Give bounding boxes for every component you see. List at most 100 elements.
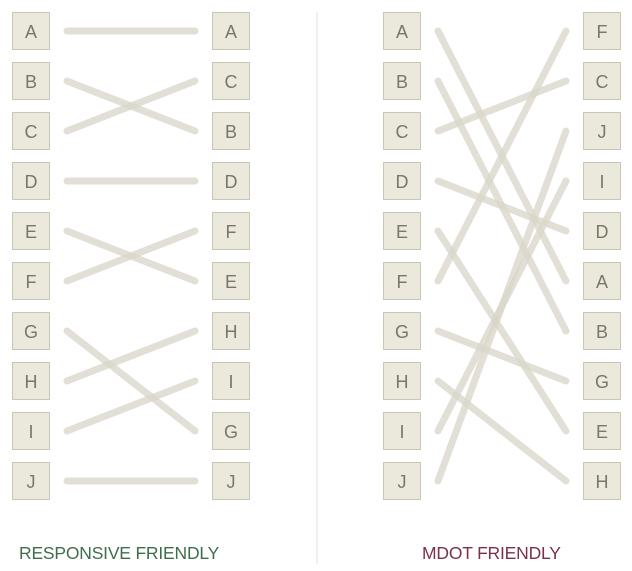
mdot-left-node-box xyxy=(383,362,421,400)
responsive-right-node: G xyxy=(212,412,250,450)
mdot-right-node-label: F xyxy=(597,22,608,42)
link-layer xyxy=(63,27,570,485)
responsive-left-node: J xyxy=(12,462,50,500)
mdot-right-node-label: H xyxy=(596,472,609,492)
mdot-left-node-box xyxy=(383,412,421,450)
mdot-left-node-label: F xyxy=(397,272,408,292)
mdot-left-node-box xyxy=(383,262,421,300)
mdot-right-node-label: C xyxy=(596,72,609,92)
mdot-left-node-box xyxy=(383,162,421,200)
mdot-left-node-label: I xyxy=(399,422,404,442)
mdot-left-node-box xyxy=(383,212,421,250)
mdot-left-node-label: E xyxy=(396,222,408,242)
mdot-right-node-box xyxy=(583,162,621,200)
mdot-right-node: E xyxy=(583,412,621,450)
mdot-right-node-label: E xyxy=(596,422,608,442)
responsive-right-node-label: D xyxy=(225,172,238,192)
responsive-left-node: D xyxy=(12,162,50,200)
responsive-right-node-box xyxy=(212,62,250,100)
responsive-link-h xyxy=(63,327,199,385)
responsive-right-node-box xyxy=(212,112,250,150)
mdot-left-node-box xyxy=(383,112,421,150)
responsive-right-node-label: G xyxy=(224,422,238,442)
mdot-link-f xyxy=(434,27,570,285)
responsive-link-i xyxy=(63,377,199,435)
mdot-right-node-label: B xyxy=(596,322,608,342)
responsive-left-node-label: D xyxy=(25,172,38,192)
mdot-left-node: F xyxy=(383,262,421,300)
responsive-left-node-box xyxy=(12,212,50,250)
mdot-right-node-label: J xyxy=(598,122,607,142)
responsive-right-node-label: A xyxy=(225,22,237,42)
responsive-left-node-label: E xyxy=(25,222,37,242)
mdot-right-node-box xyxy=(583,12,621,50)
mdot-link-j xyxy=(434,127,570,485)
responsive-right-node: B xyxy=(212,112,250,150)
mdot-left-node-label: A xyxy=(396,22,408,42)
mdot-left-node: B xyxy=(383,62,421,100)
responsive-right-node-label: E xyxy=(225,272,237,292)
mdot-left-node-label: J xyxy=(398,472,407,492)
mdot-right-node-box xyxy=(583,62,621,100)
mdot-left-node-label: G xyxy=(395,322,409,342)
mdot-right-node-label: I xyxy=(599,172,604,192)
mdot-right-node: B xyxy=(583,312,621,350)
responsive-right-node-box xyxy=(212,412,250,450)
responsive-right-node-label: F xyxy=(226,222,237,242)
responsive-right-node: E xyxy=(212,262,250,300)
mdot-left-node: J xyxy=(383,462,421,500)
responsive-left-node-label: J xyxy=(27,472,36,492)
mdot-right-node-box xyxy=(583,362,621,400)
responsive-left-node: E xyxy=(12,212,50,250)
responsive-right-node-box xyxy=(212,212,250,250)
mdot-right-node-box xyxy=(583,412,621,450)
mdot-left-node-box xyxy=(383,462,421,500)
mdot-right-node-box xyxy=(583,312,621,350)
responsive-right-node-box xyxy=(212,462,250,500)
responsive-left-node: F xyxy=(12,262,50,300)
responsive-left-node-box xyxy=(12,362,50,400)
mdot-link-c xyxy=(434,77,570,135)
responsive-right-node-label: J xyxy=(227,472,236,492)
mdot-right-node-box xyxy=(583,112,621,150)
mdot-left-node-label: D xyxy=(396,172,409,192)
responsive-right-node-box xyxy=(212,312,250,350)
mdot-left-node: G xyxy=(383,312,421,350)
mdot-link-g xyxy=(434,327,570,385)
mdot-right-node-box xyxy=(583,262,621,300)
mdot-left-node: D xyxy=(383,162,421,200)
responsive-left-node: B xyxy=(12,62,50,100)
mdot-right-node-label: G xyxy=(595,372,609,392)
mdot-left-node-box xyxy=(383,62,421,100)
mdot-left-node-label: C xyxy=(396,122,409,142)
mdot-left-node-box xyxy=(383,312,421,350)
mdot-left-node: C xyxy=(383,112,421,150)
mdot-right-node-box xyxy=(583,212,621,250)
responsive-right-node-label: C xyxy=(225,72,238,92)
responsive-left-node-box xyxy=(12,62,50,100)
responsive-left-node-label: A xyxy=(25,22,37,42)
responsive-right-node-label: B xyxy=(225,122,237,142)
responsive-left-node-box xyxy=(12,312,50,350)
responsive-link-g xyxy=(63,327,199,435)
responsive-left-node-box xyxy=(12,12,50,50)
mdot-left-node: A xyxy=(383,12,421,50)
mdot-left-node: E xyxy=(383,212,421,250)
mdot-right-node: F xyxy=(583,12,621,50)
responsive-left-node-label: G xyxy=(24,322,38,342)
responsive-left-node-label: F xyxy=(26,272,37,292)
responsive-right-node: A xyxy=(212,12,250,50)
responsive-right-node: J xyxy=(212,462,250,500)
mdot-right-node: C xyxy=(583,62,621,100)
mdot-right-node-label: D xyxy=(596,222,609,242)
mdot-left-node-label: H xyxy=(396,372,409,392)
caption-responsive-friendly: RESPONSIVE FRIENDLY xyxy=(19,543,220,563)
responsive-link-c xyxy=(63,77,199,135)
mdot-link-e xyxy=(434,227,570,435)
responsive-right-node-box xyxy=(212,162,250,200)
responsive-left-node-box xyxy=(12,462,50,500)
mdot-right-node-label: A xyxy=(596,272,608,292)
responsive-left-node: A xyxy=(12,12,50,50)
mdot-right-node: J xyxy=(583,112,621,150)
responsive-right-node: F xyxy=(212,212,250,250)
